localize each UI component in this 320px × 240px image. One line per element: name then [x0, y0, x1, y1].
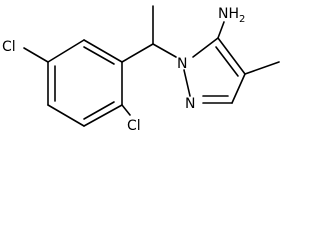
- bond-ch-n1: [152, 43, 177, 58]
- chemical-structure: Cl Cl NH2 N N: [2, 5, 280, 132]
- bond-ring-to-ch: [121, 43, 154, 63]
- bond-c3-cl: [23, 47, 49, 63]
- bond-c5-nh2: [217, 21, 225, 39]
- bond-c4-methyl: [244, 61, 280, 75]
- bond-c6-cl: [121, 104, 131, 116]
- molecule-drawing: Cl Cl NH2 N N: [2, 5, 280, 132]
- bond-ring-c4-c5: [47, 104, 85, 127]
- bond-ring-c1-c2: [83, 39, 123, 63]
- bond-c4-c3: [231, 73, 246, 104]
- amine-label-subscript: 2: [239, 14, 245, 25]
- benzene-ring: [47, 39, 123, 127]
- amine-label: NH2: [218, 6, 245, 25]
- chlorine-label-bottom: Cl: [127, 118, 141, 132]
- double-bond-c5-c4-inner: [215, 46, 239, 77]
- bond-ring-c5-c6: [83, 104, 123, 127]
- chlorine-label-top: Cl: [2, 39, 16, 55]
- pyrazole-n2-label: N: [185, 96, 195, 112]
- double-bond-c5-c6: [83, 101, 115, 120]
- pyrazole-ring: [183, 37, 246, 104]
- double-bond-c1-c2: [83, 46, 115, 65]
- pyrazole-n1-label: N: [177, 56, 187, 72]
- bond-n1-c5: [192, 37, 219, 58]
- bond-c5-c4: [217, 37, 246, 75]
- bond-ring-c2-c3: [47, 39, 85, 63]
- amine-label-main: NH: [218, 6, 239, 22]
- bond-n2-n1: [183, 69, 191, 97]
